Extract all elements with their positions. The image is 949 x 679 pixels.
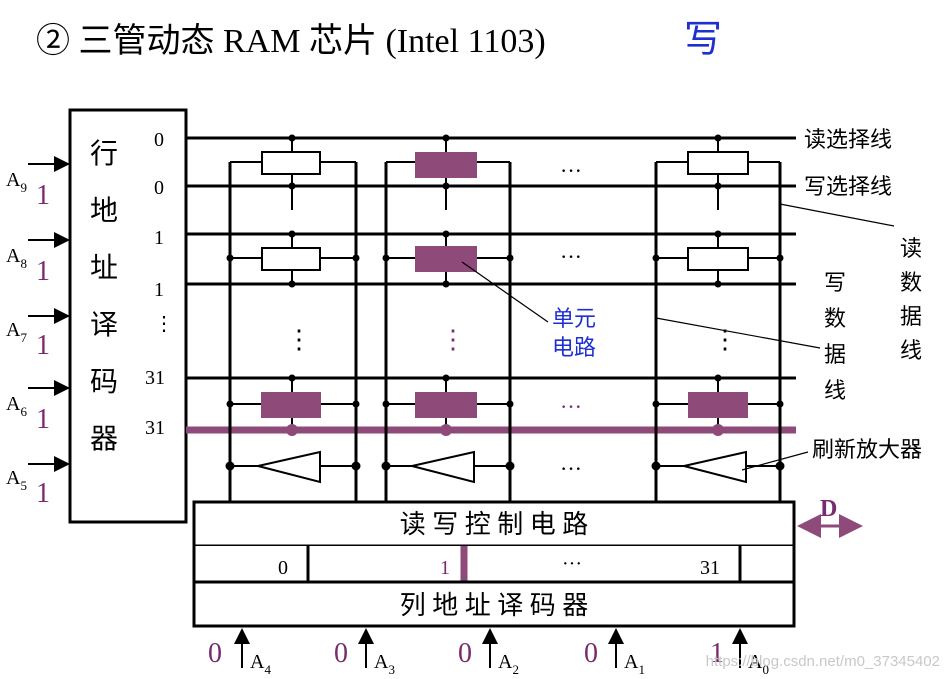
column-bus-mid: 1: [440, 557, 450, 579]
row-output-label: 0: [154, 177, 164, 199]
column-decoder-box: [192, 580, 796, 628]
column-select-bus: [192, 546, 796, 582]
horizontal-ellipsis: ···: [560, 456, 582, 481]
read-data-label-char: 数: [900, 270, 922, 295]
horizontal-ellipsis: ···: [560, 394, 582, 419]
vertical-ellipsis: ⋮: [286, 325, 312, 354]
vertical-ellipsis: ⋮: [712, 325, 738, 354]
watermark: https://blog.csdn.net/m0_37345402: [706, 653, 940, 670]
row-decoder-char: 码: [90, 367, 118, 398]
column-bus-right: 31: [700, 557, 720, 579]
title-prefix: ② 三管动态 RAM 芯片 (Intel 1103): [36, 22, 546, 60]
column-bus-dots: ···: [562, 553, 582, 575]
column-addr-label: A3: [374, 651, 395, 677]
row-addr-bit: 1: [36, 180, 50, 211]
column-addr-bit: 1: [710, 638, 724, 669]
column-address-arrows: [234, 628, 748, 668]
row-decoder-char: 行: [90, 138, 118, 170]
row-decoder-box: [68, 108, 188, 524]
refresh-amplifier-label: 刷新放大器: [812, 437, 922, 462]
row-output-label: ⋮: [154, 313, 174, 335]
read-data-label-char: 据: [900, 304, 922, 329]
row-output-label: 1: [154, 279, 164, 301]
row-addr-label: A5: [6, 467, 27, 493]
cell-circuit-label: 电路: [552, 335, 596, 360]
select-lines: [186, 136, 796, 380]
leader-lines: [461, 203, 895, 471]
column-addr-bit: 0: [458, 638, 472, 669]
data-io-label: D: [820, 496, 837, 522]
rw-control-label: 读 写 控 制 电 路: [400, 510, 589, 539]
column-addr-label: A0: [748, 651, 769, 677]
row-output-label: 31: [145, 417, 165, 439]
read-data-label-char: 读: [900, 236, 922, 261]
horizontal-ellipsis: ···: [560, 158, 582, 183]
row-output-label: 31: [145, 367, 165, 389]
row-output-label: 1: [154, 227, 164, 249]
column-addr-label: A4: [250, 651, 271, 677]
write-select-label: 写选择线: [804, 174, 892, 199]
row-address-inputs: [28, 156, 70, 472]
row-addr-bit: 1: [36, 404, 50, 435]
row-addr-label: A8: [6, 245, 27, 271]
column-addr-bit: 0: [208, 638, 222, 669]
cell-circuit-label: 单元: [552, 306, 596, 331]
row-decoder-char: 器: [90, 424, 118, 455]
write-data-label-char: 写: [824, 270, 846, 295]
row-addr-label: A9: [6, 169, 27, 195]
column-decoder-label: 列 地 址 译 码 器: [400, 591, 589, 620]
column-addr-bit: 0: [584, 638, 598, 669]
title-mode: 写: [684, 19, 722, 61]
memory-cells: [226, 134, 784, 436]
row-addr-label: A7: [6, 319, 27, 345]
row-decoder-char: 地: [90, 195, 118, 227]
read-select-label: 读选择线: [804, 127, 892, 152]
row-decoder-char: 译: [90, 310, 118, 341]
row-output-label: 0: [154, 129, 164, 151]
column-data-lines: [228, 162, 782, 502]
vertical-ellipsis: ⋮: [440, 325, 466, 354]
horizontal-ellipsis: ···: [560, 244, 582, 269]
column-addr-label: A2: [498, 651, 519, 677]
row-addr-bit: 1: [36, 256, 50, 287]
row-addr-bit: 1: [36, 330, 50, 361]
write-data-label-char: 线: [824, 378, 846, 403]
read-data-label-char: 线: [900, 338, 922, 363]
column-addr-label: A1: [624, 651, 645, 677]
column-bus-left: 0: [278, 557, 288, 579]
refresh-amplifiers: [225, 450, 785, 484]
write-data-label-char: 据: [824, 342, 846, 367]
row-decoder-char: 址: [90, 252, 118, 284]
write-data-label-char: 数: [824, 306, 846, 331]
row-addr-bit: 1: [36, 478, 50, 509]
column-addr-bit: 0: [334, 638, 348, 669]
row-addr-label: A6: [6, 393, 27, 419]
rw-control-box: [192, 500, 796, 548]
